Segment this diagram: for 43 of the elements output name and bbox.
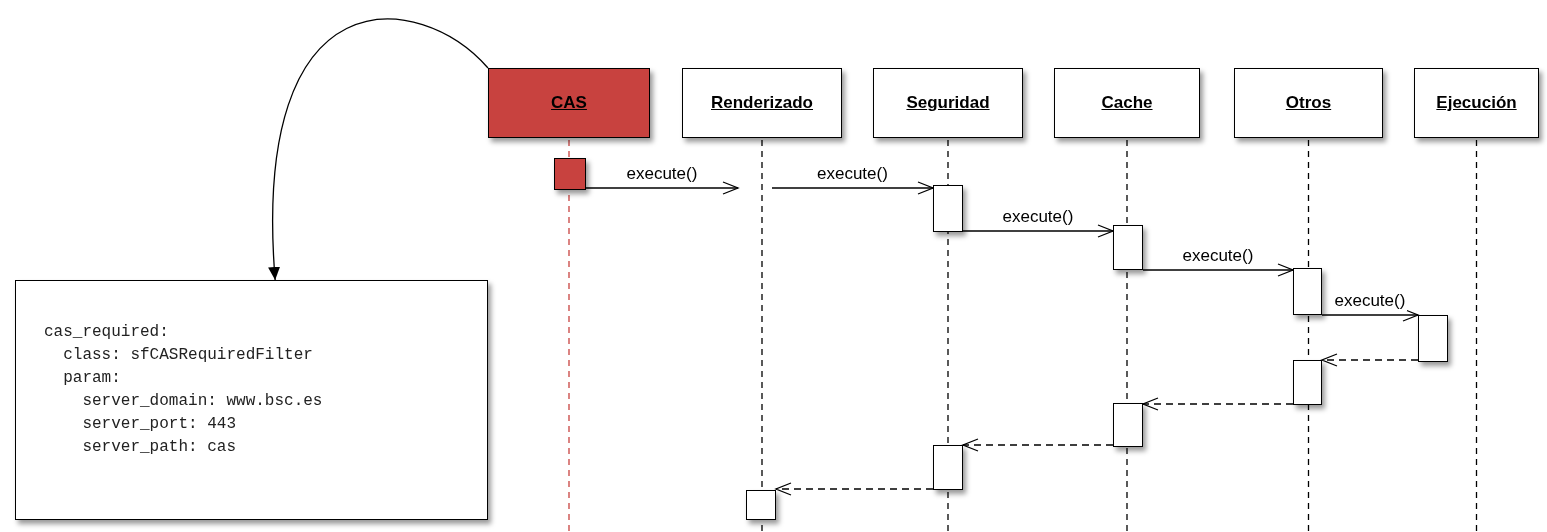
code-line: server_path: cas [81, 437, 237, 458]
participant-name: Seguridad [906, 93, 990, 113]
participant-box [488, 68, 650, 138]
code-line: server_domain: www.bsc.es [81, 391, 323, 412]
activation-bar [1418, 315, 1448, 362]
edge-label: execute() [1000, 207, 1076, 227]
participant-name: Otros [1285, 93, 1332, 113]
edge-label: execute() [624, 164, 700, 184]
activation-bar [933, 445, 963, 490]
participant-box [1234, 68, 1383, 138]
participant-box [682, 68, 842, 138]
participant-name: CAS [551, 93, 587, 113]
arrow [771, 181, 934, 195]
participant-box [1054, 68, 1200, 138]
activation-bar [554, 158, 586, 190]
dashed-arrow [1142, 397, 1294, 411]
arrow [962, 224, 1114, 238]
edge-label: execute() [1332, 291, 1408, 311]
activation-bar [1293, 268, 1322, 315]
edge-label: execute() [815, 164, 890, 184]
dashed-arrow [962, 438, 1114, 452]
code-box [15, 280, 488, 520]
code-line: server_port: 443 [81, 414, 237, 435]
code-line: param: [62, 368, 121, 389]
arrow [1142, 263, 1294, 277]
participant-name: Renderizado [711, 93, 813, 113]
activation-bar [1113, 403, 1143, 447]
dashed-arrow [775, 482, 934, 496]
code-line: class: sfCASRequiredFilter [62, 345, 313, 366]
activation-bar [746, 490, 776, 520]
participant-name: Ejecución [1436, 93, 1517, 113]
curved-arrow [268, 18, 489, 281]
participant-box [1414, 68, 1539, 138]
dashed-arrow [1321, 353, 1419, 367]
participant-name: Cache [1101, 93, 1153, 113]
code-line: cas_required: [44, 322, 169, 343]
activation-bar [933, 185, 963, 232]
edge-label: execute() [1180, 246, 1256, 266]
activation-bar [1293, 360, 1322, 405]
activation-bar [1113, 225, 1143, 270]
arrow [1321, 308, 1419, 322]
participant-box [873, 68, 1023, 138]
arrow [585, 181, 739, 195]
